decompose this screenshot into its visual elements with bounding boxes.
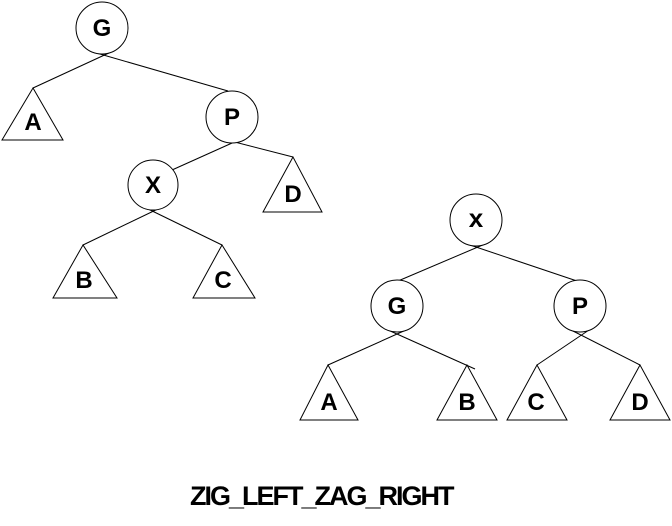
after-edge-g-b <box>387 329 476 370</box>
before-subtree-b-triangle <box>52 244 118 299</box>
after-subtree-b-label: B <box>458 389 475 416</box>
after-edge-p-c <box>536 329 590 366</box>
after-subtree-a-label: A <box>320 389 337 416</box>
after-node-g-label: G <box>388 293 407 320</box>
after-subtree-b-triangle <box>436 363 498 421</box>
before-edge-x-b <box>82 206 163 246</box>
after-subtree-d-label: D <box>631 389 648 416</box>
before-node-p-circle <box>205 90 259 144</box>
before-subtree-d-label: D <box>284 181 301 208</box>
after-node-p-label: P <box>572 293 588 320</box>
after-subtree-d-triangle <box>609 363 671 421</box>
before-subtree-b-label: B <box>75 267 92 294</box>
after-subtree-c-label: C <box>527 389 544 416</box>
before-subtree-c-label: C <box>214 267 231 294</box>
after-subtree-c-triangle <box>506 363 568 421</box>
before-edge-g-p <box>92 51 229 92</box>
after-node-x-circle <box>449 193 503 247</box>
after-node-x-label: x <box>469 203 484 233</box>
before-node-x-circle <box>127 159 179 211</box>
caption: ZIG_LEFT_ZAG_RIGHT <box>190 481 455 511</box>
before-tree: G P X A D B C <box>1 1 323 299</box>
after-edge-x-p <box>466 243 578 282</box>
before-subtree-d-triangle <box>262 155 323 213</box>
after-node-g-circle <box>370 279 424 333</box>
after-edge-g-a <box>327 329 407 366</box>
before-subtree-c-triangle <box>192 244 256 299</box>
before-node-x-label: X <box>145 172 161 199</box>
after-node-p-circle <box>553 279 607 333</box>
before-edge-x-c <box>143 206 223 246</box>
before-node-p-label: P <box>224 104 240 131</box>
before-edge-p-x <box>171 138 242 171</box>
before-node-g-label: G <box>93 15 112 42</box>
after-edge-x-g <box>397 243 486 282</box>
after-subtree-a-triangle <box>299 363 359 421</box>
before-edge-g-a <box>32 51 112 89</box>
after-tree: x G P A B C D <box>299 193 671 421</box>
after-edge-p-d <box>570 329 641 366</box>
before-subtree-a-triangle <box>1 87 64 141</box>
before-subtree-a-label: A <box>24 109 41 136</box>
before-node-g-circle <box>75 1 129 55</box>
